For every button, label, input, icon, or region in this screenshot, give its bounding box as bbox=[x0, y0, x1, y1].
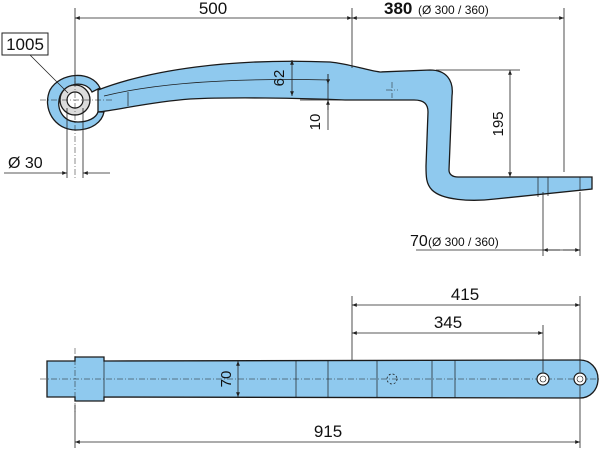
bolt-hole bbox=[536, 372, 550, 386]
center-bolt-mark bbox=[386, 82, 398, 98]
dim-10-label: 10 bbox=[307, 114, 324, 131]
center-bolt-hole bbox=[386, 373, 398, 385]
dim-70-side-label: 70 bbox=[410, 233, 428, 250]
dim-915-label: 915 bbox=[314, 422, 342, 441]
dim-380-label: 380 bbox=[384, 0, 412, 18]
part-number-leader bbox=[29, 54, 69, 94]
dim-195-label: 195 bbox=[490, 111, 507, 136]
side-view: 1005 500 380 (Ø 300 / 360) 62 10 195 Ø 3… bbox=[1, 0, 593, 256]
dim-70-top-label: 70 bbox=[218, 371, 235, 388]
dim-415-label: 415 bbox=[451, 285, 479, 304]
dim-500-label: 500 bbox=[199, 0, 227, 18]
top-view: 70 415 345 915 bbox=[40, 285, 600, 448]
part-number-box bbox=[1, 32, 49, 56]
bolt-hole bbox=[573, 372, 587, 386]
leaf-line bbox=[103, 79, 331, 97]
dim-62-label: 62 bbox=[271, 70, 288, 87]
bolt-hole-inner bbox=[576, 375, 584, 383]
spring-leaf-side bbox=[97, 60, 593, 201]
dim-345-label: 345 bbox=[434, 313, 462, 332]
dim-70-side-note: (Ø 300 / 360) bbox=[428, 235, 499, 249]
part-number: 1005 bbox=[6, 35, 44, 54]
bolt-hole-inner bbox=[539, 375, 547, 383]
dim-380-note: (Ø 300 / 360) bbox=[418, 3, 489, 17]
dim-30-label: Ø 30 bbox=[8, 155, 43, 172]
